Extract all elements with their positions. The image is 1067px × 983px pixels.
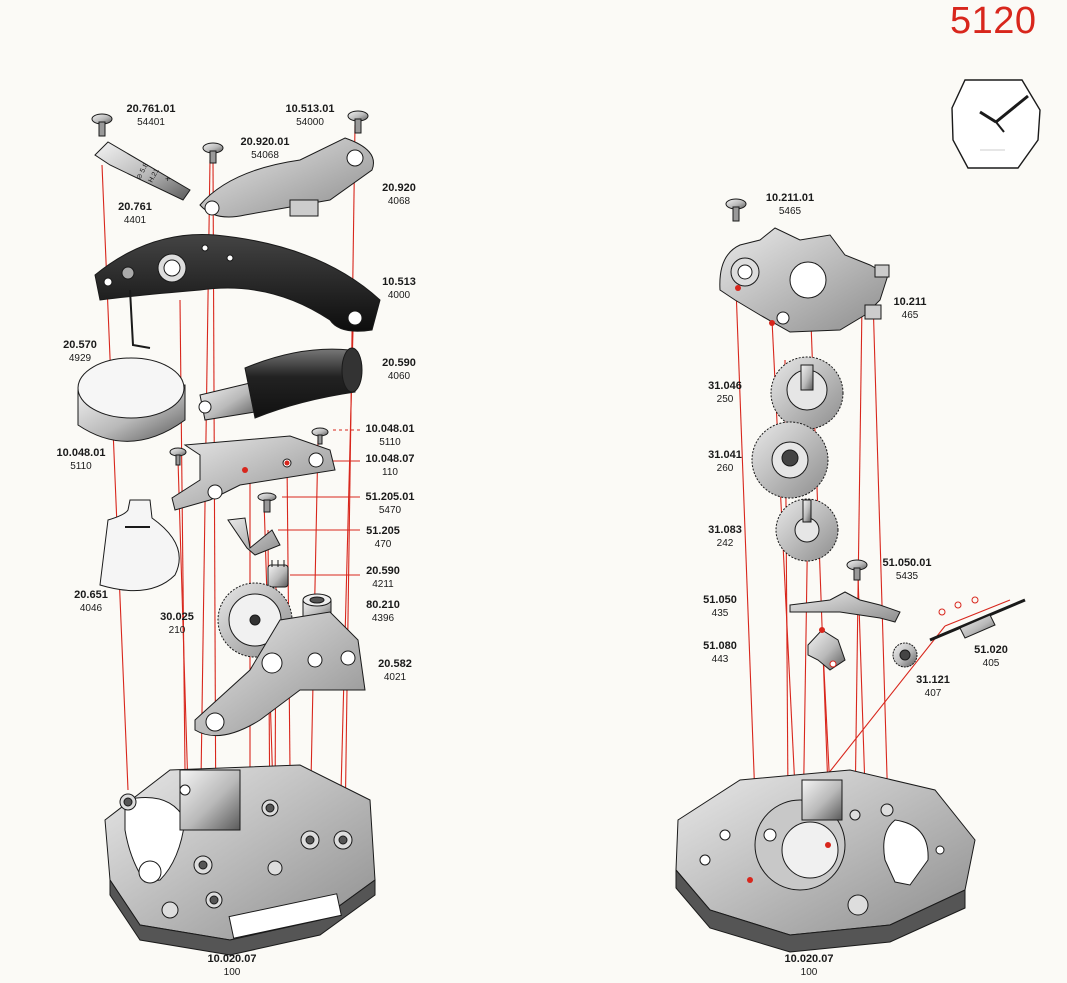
spring-20-570	[129, 289, 151, 349]
wheel-31-083	[775, 498, 839, 562]
right-assembly	[675, 198, 1026, 953]
spring-20-761	[94, 141, 191, 201]
component-20-590-4211	[267, 560, 289, 588]
page-number: 5120	[950, 0, 1037, 42]
wheel-31-041	[751, 421, 829, 499]
disc-20-651	[99, 499, 180, 592]
bridge-10-513	[94, 234, 381, 332]
lever-51-050	[789, 591, 901, 623]
left-assembly: ⊘ 5.8 H.21 +	[77, 110, 381, 956]
screw-51-205-01	[257, 492, 277, 513]
stem-51-020	[929, 596, 1026, 642]
bridge-20-582	[194, 611, 366, 737]
part-51-080	[807, 629, 846, 671]
battery-20-570	[77, 357, 186, 442]
wheel-31-046	[770, 356, 844, 430]
screw-10-513-01	[347, 110, 369, 134]
main-plate-10-020-07-right	[675, 769, 976, 953]
plate-10-048-07	[171, 435, 336, 511]
screw-51-050-01	[846, 559, 868, 581]
screw-20-761-01	[91, 113, 113, 137]
screw-20-920-01	[202, 142, 224, 164]
screw-10-048-01	[169, 427, 329, 466]
main-plate-10-020-07	[104, 764, 376, 956]
coil-20-590	[198, 347, 363, 421]
watch-face-icon	[951, 79, 1041, 169]
bridge-20-920	[199, 137, 374, 218]
bridge-mark: +	[165, 174, 170, 184]
lever-51-205	[227, 517, 281, 556]
wheel-31-121	[892, 642, 918, 668]
screw-10-211-01	[725, 198, 747, 222]
